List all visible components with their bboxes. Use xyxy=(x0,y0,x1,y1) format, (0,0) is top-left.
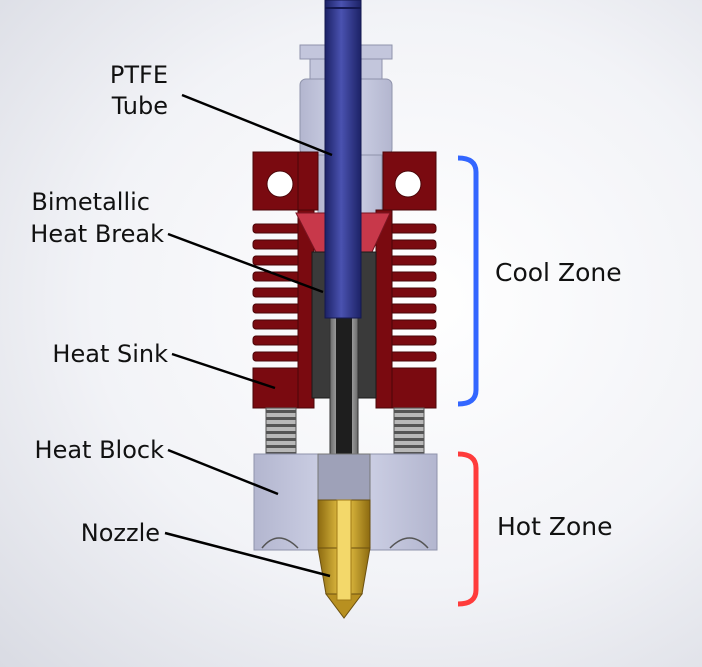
label-ptfe-line1: PTFE xyxy=(110,61,168,89)
hot-zone-bracket xyxy=(457,451,479,607)
heat-break-leader xyxy=(167,232,324,294)
screw-right xyxy=(393,407,425,455)
ptfe-tube-part xyxy=(324,0,362,319)
label-ptfe-line2: Tube xyxy=(111,92,168,120)
screw-left xyxy=(265,407,297,455)
nozzle-leader xyxy=(164,531,331,578)
mounting-hole-left xyxy=(266,170,294,198)
label-heat-break-line1: Bimetallic xyxy=(31,188,150,216)
label-heat-break-line2: Heat Break xyxy=(30,220,164,248)
mounting-hole-right xyxy=(394,170,422,198)
heat-sink-leader xyxy=(171,352,276,390)
cool-zone-bracket xyxy=(457,155,479,407)
heat-block-leader xyxy=(167,448,279,496)
nozzle-part xyxy=(317,499,371,619)
label-cool-zone: Cool Zone xyxy=(495,258,622,287)
label-nozzle: Nozzle xyxy=(81,519,160,547)
label-hot-zone: Hot Zone xyxy=(497,512,613,541)
ptfe-leader xyxy=(181,93,333,157)
label-heat-block: Heat Block xyxy=(35,436,165,464)
label-heat-sink: Heat Sink xyxy=(52,340,168,368)
